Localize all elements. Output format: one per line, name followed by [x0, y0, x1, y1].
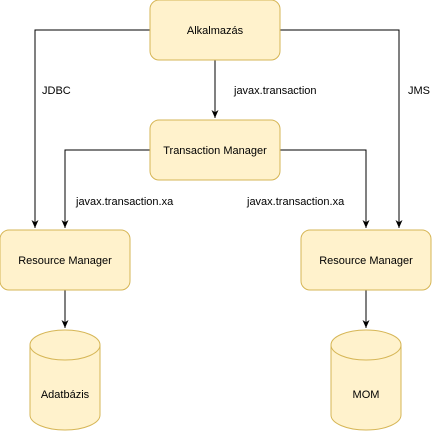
node-rm-right-label: Resource Manager: [319, 255, 413, 267]
edge-label-jms: JMS: [408, 85, 430, 97]
edge-tm-to-rm-right: [280, 149, 370, 228]
node-rm-left-label: Resource Manager: [18, 255, 112, 267]
node-resource-manager-right[interactable]: Resource Manager: [300, 229, 432, 291]
edge-app-to-rm-left-jdbc: [31, 29, 150, 228]
edge-app-to-rm-right-jms: [280, 29, 403, 228]
edge-label-xa-right: javax.transaction.xa: [246, 196, 345, 208]
edge-labels: JDBC javax.transaction JMS javax.transac…: [42, 85, 430, 208]
node-app[interactable]: Alkalmazás: [149, 0, 281, 61]
edge-label-jdbc: JDBC: [42, 85, 71, 97]
edge-tm-to-rm-left: [61, 149, 150, 228]
node-tm-label: Transaction Manager: [163, 145, 267, 157]
edge-label-xa-left: javax.transaction.xa: [75, 196, 174, 208]
node-transaction-manager[interactable]: Transaction Manager: [149, 119, 281, 181]
node-mom-label: MOM: [353, 389, 380, 401]
node-app-label: Alkalmazás: [187, 25, 244, 37]
node-resource-manager-left[interactable]: Resource Manager: [0, 229, 131, 291]
node-mom[interactable]: MOM: [330, 329, 402, 431]
edges: [31, 29, 403, 328]
node-database-label: Adatbázis: [41, 389, 90, 401]
node-database[interactable]: Adatbázis: [29, 329, 101, 431]
edge-label-javax-transaction: javax.transaction: [233, 85, 317, 97]
